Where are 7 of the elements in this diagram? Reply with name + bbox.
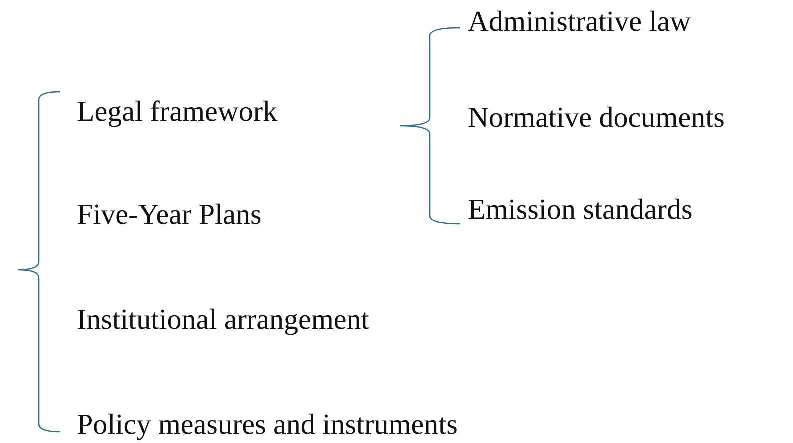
item-text: Institutional arrangement: [77, 303, 370, 337]
item-text: Emission standards: [468, 193, 693, 227]
item-text: Legal framework: [77, 95, 278, 129]
item-text: Administrative law: [468, 5, 692, 39]
item-text: Policy measures and instruments: [77, 408, 458, 442]
item-text: Five-Year Plans: [77, 198, 262, 232]
item-text: Normative documents: [468, 101, 725, 135]
